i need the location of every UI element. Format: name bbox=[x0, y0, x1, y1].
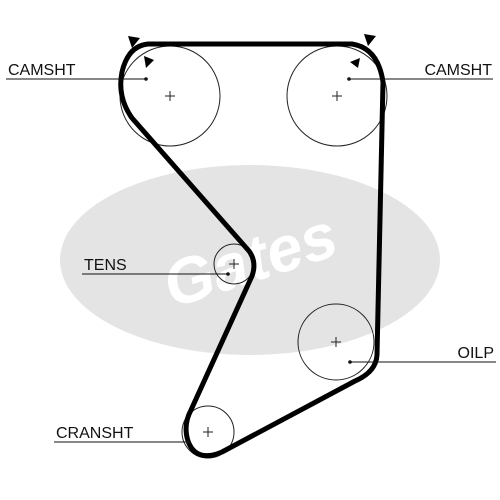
leader-dot-camshaft-right bbox=[347, 77, 351, 81]
timing-mark-right-inner-icon bbox=[350, 58, 360, 68]
pulley-camshaft-right bbox=[286, 45, 388, 147]
leader-camshaft-right bbox=[347, 77, 493, 81]
timing-belt bbox=[118, 41, 386, 459]
leader-dot-tensioner bbox=[226, 272, 230, 276]
pulley-camshaft-left bbox=[119, 45, 221, 147]
timing-mark-left-inner-icon bbox=[144, 56, 154, 68]
leader-crankshaft bbox=[54, 440, 190, 444]
label-tensioner: TENS bbox=[84, 257, 127, 274]
leader-dot-crankshaft bbox=[186, 440, 190, 444]
pulley-oil-pump bbox=[297, 303, 375, 381]
watermark-ellipse bbox=[60, 165, 440, 355]
label-camshaft-left: CAMSHT bbox=[8, 62, 76, 79]
leader-dot-camshaft-left bbox=[144, 77, 148, 81]
leader-camshaft-left bbox=[6, 77, 148, 81]
label-oil-pump: OILP bbox=[458, 345, 494, 362]
oil-pump-pulley-circle bbox=[297, 303, 375, 381]
leader-tensioner bbox=[82, 272, 230, 276]
label-crankshaft: CRANSHT bbox=[56, 425, 134, 442]
label-camshaft-right: CAMSHT bbox=[424, 62, 492, 79]
timing-mark-right-top-icon bbox=[364, 34, 376, 46]
timing-mark-left-top-icon bbox=[128, 36, 140, 48]
brand-watermark: Gates bbox=[60, 165, 440, 355]
leader-dot-oil-pump bbox=[348, 360, 352, 364]
leader-oil-pump bbox=[348, 360, 496, 364]
